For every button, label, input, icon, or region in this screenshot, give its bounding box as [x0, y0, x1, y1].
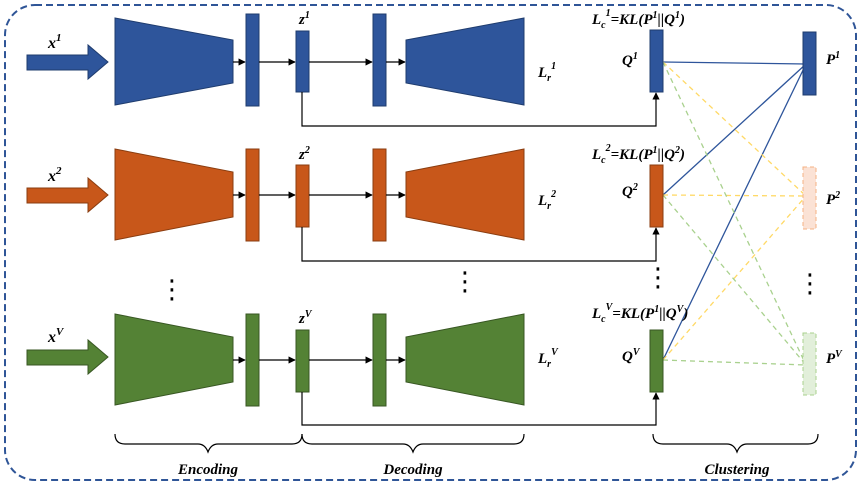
p-label-2: P2	[826, 190, 840, 208]
input-arrow-2	[26, 176, 109, 214]
target-distributions: P1 P2 PV	[802, 31, 843, 396]
section-label-decoding: Decoding	[382, 462, 443, 478]
dec-layer-1	[372, 13, 387, 107]
q2-to-p2-line	[662, 194, 807, 197]
latent-label-v: zV	[298, 309, 313, 327]
latent-label-2: z2	[298, 145, 310, 163]
latent-z-v	[295, 329, 310, 393]
input-label-v: xV	[47, 326, 65, 346]
view-1-row: x1 z1 Lr1 Q1 Lc1=KL(P1||Q1)	[26, 8, 685, 127]
q2-to-pv-line	[662, 194, 807, 366]
outer-border	[4, 4, 857, 481]
connections	[662, 61, 807, 366]
ellipsis-p: ⋮	[797, 269, 823, 299]
decoder-1	[405, 17, 525, 106]
q-label-v: QV	[622, 347, 641, 365]
q-label-2: Q2	[622, 182, 638, 200]
q1-to-p2-line	[662, 61, 807, 197]
latent-z-2	[295, 164, 310, 228]
clustering-brace	[652, 433, 819, 454]
q-node-1	[649, 29, 664, 93]
q-node-v	[649, 329, 664, 393]
kl-equation-2: Lc2=KL(P1||Q2)	[591, 143, 685, 166]
q-node-2	[649, 164, 664, 228]
decoder-v	[405, 313, 525, 406]
section-label-clustering: Clustering	[704, 462, 770, 478]
skip-path-2	[301, 227, 660, 262]
input-arrow-1	[26, 43, 109, 81]
input-label-2: x2	[47, 165, 62, 185]
decoder-2	[405, 148, 525, 241]
recon-loss-label-2: Lr2	[537, 189, 556, 212]
ellipsis-q: ⋮	[645, 263, 671, 293]
q2-to-p1-line	[662, 63, 807, 196]
encoder-1	[114, 17, 234, 106]
dec-layer-v	[372, 313, 387, 407]
view-v-row: xV zV LrV QV LcV=KL(P1||QV)	[26, 302, 688, 426]
kl-equation-1: Lc1=KL(P1||Q1)	[591, 8, 685, 31]
input-label-1: x1	[47, 32, 62, 52]
recon-loss-label-1: Lr1	[537, 61, 556, 84]
p-node-v	[802, 332, 817, 396]
ellipsis-decoder: ⋮	[452, 267, 478, 297]
p-node-1	[802, 31, 817, 96]
enc-layer-1	[245, 13, 260, 107]
recon-loss-label-v: LrV	[537, 347, 559, 370]
q1-to-pv-line	[662, 61, 807, 366]
kl-equation-v: LcV=KL(P1||QV)	[591, 302, 688, 325]
encoder-v	[114, 313, 234, 406]
q-label-1: Q1	[622, 51, 638, 69]
dec-layer-2	[372, 148, 387, 242]
p-label-1: P1	[826, 50, 840, 68]
qv-to-p2-line	[662, 195, 807, 361]
ellipsis-encoder: ⋮	[159, 275, 185, 305]
section-label-encoding: Encoding	[177, 462, 239, 478]
view-2-row: x2 z2 Lr2 Q2 Lc2=KL(P1||Q2)	[26, 143, 685, 262]
p-node-2	[802, 166, 817, 230]
qv-to-pv-line	[662, 359, 807, 366]
latent-label-1: z1	[298, 10, 310, 28]
skip-path-1	[301, 92, 660, 127]
encoder-2	[114, 148, 234, 241]
ellipsis-row: ⋮ ⋮ ⋮ ⋮	[159, 263, 823, 305]
skip-path-v	[301, 392, 660, 426]
q1-to-p1-line	[662, 61, 807, 65]
enc-layer-v	[245, 313, 260, 407]
p-label-v: PV	[826, 349, 843, 367]
encoding-brace	[114, 433, 303, 454]
input-arrow-v	[26, 338, 109, 376]
section-braces	[114, 433, 819, 454]
latent-z-1	[295, 30, 310, 93]
decoding-brace	[301, 433, 525, 454]
enc-layer-2	[245, 148, 260, 242]
